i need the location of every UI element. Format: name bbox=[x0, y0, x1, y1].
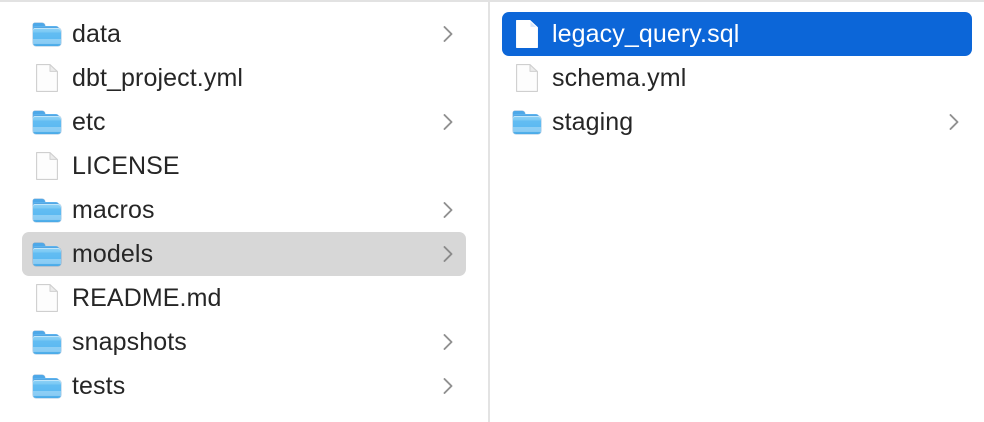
file-row[interactable]: LICENSE bbox=[22, 144, 466, 188]
document-icon bbox=[512, 61, 542, 95]
item-label: README.md bbox=[72, 284, 222, 312]
file-row[interactable]: legacy_query.sql bbox=[502, 12, 972, 56]
folder-icon bbox=[32, 237, 62, 271]
folder-row[interactable]: tests bbox=[22, 364, 466, 408]
folder-row[interactable]: data bbox=[22, 12, 466, 56]
document-icon bbox=[32, 61, 62, 95]
file-row[interactable]: schema.yml bbox=[502, 56, 972, 100]
folder-row[interactable]: staging bbox=[502, 100, 972, 144]
folder-icon bbox=[32, 17, 62, 51]
folder-row[interactable]: models bbox=[22, 232, 466, 276]
chevron-right-icon bbox=[948, 113, 960, 131]
item-label: legacy_query.sql bbox=[552, 20, 740, 48]
item-label: dbt_project.yml bbox=[72, 64, 244, 92]
item-label: etc bbox=[72, 108, 106, 136]
chevron-right-icon bbox=[442, 377, 454, 395]
chevron-right-icon bbox=[442, 333, 454, 351]
chevron-right-icon bbox=[442, 201, 454, 219]
item-label: staging bbox=[552, 108, 634, 136]
folder-icon bbox=[32, 105, 62, 139]
folder-row[interactable]: snapshots bbox=[22, 320, 466, 364]
item-label: snapshots bbox=[72, 328, 187, 356]
chevron-right-icon bbox=[442, 25, 454, 43]
item-label: schema.yml bbox=[552, 64, 687, 92]
column-rows-container: legacy_query.sql schema.yml staging bbox=[490, 12, 984, 144]
document-icon bbox=[32, 149, 62, 183]
file-row[interactable]: dbt_project.yml bbox=[22, 56, 466, 100]
chevron-right-icon bbox=[442, 113, 454, 131]
folder-row[interactable]: macros bbox=[22, 188, 466, 232]
folder-icon bbox=[32, 369, 62, 403]
folder-icon bbox=[32, 193, 62, 227]
chevron-right-icon bbox=[442, 245, 454, 263]
file-column-models: legacy_query.sql schema.yml staging bbox=[490, 2, 984, 422]
file-row[interactable]: README.md bbox=[22, 276, 466, 320]
item-label: LICENSE bbox=[72, 152, 180, 180]
item-label: data bbox=[72, 20, 122, 48]
item-label: tests bbox=[72, 372, 126, 400]
folder-row[interactable]: etc bbox=[22, 100, 466, 144]
item-label: models bbox=[72, 240, 154, 268]
item-label: macros bbox=[72, 196, 155, 224]
document-icon bbox=[32, 281, 62, 315]
folder-icon bbox=[512, 105, 542, 139]
document-icon bbox=[512, 17, 542, 51]
folder-icon bbox=[32, 325, 62, 359]
